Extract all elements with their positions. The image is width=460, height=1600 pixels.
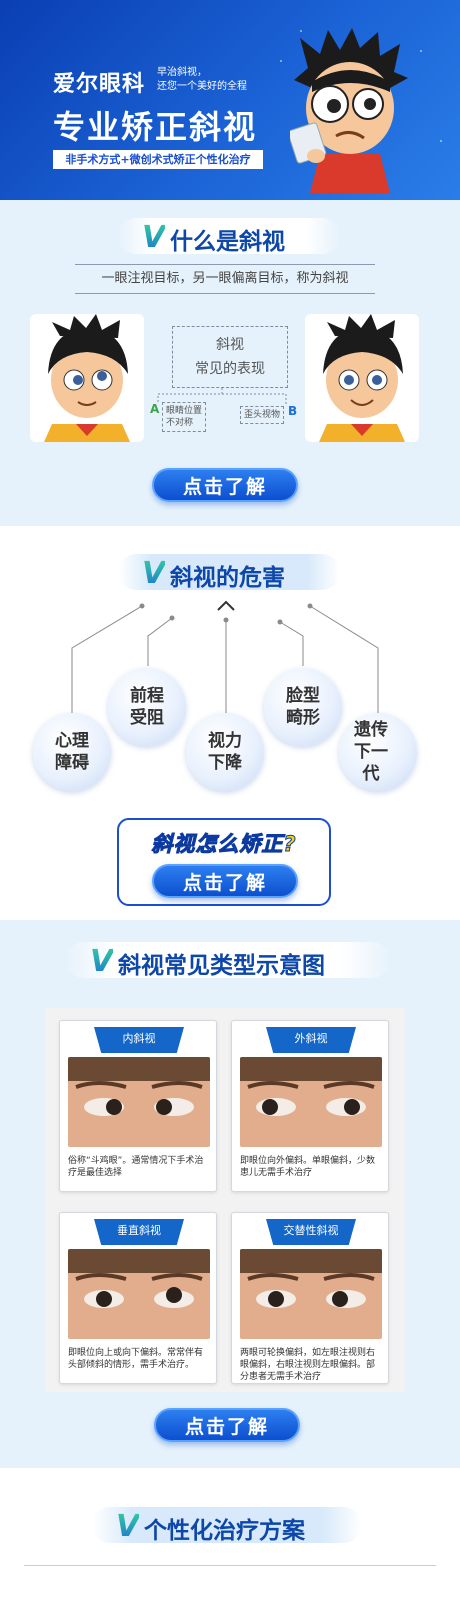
eyes-photo-icon — [68, 1249, 210, 1339]
section-title-harm: V 斜视的危害 — [118, 554, 340, 591]
sparkle — [440, 140, 442, 142]
child-face-card-right — [305, 314, 419, 442]
eye-photo — [68, 1057, 210, 1147]
eye-photo — [240, 1249, 382, 1339]
learn-more-button[interactable]: 点击了解 — [152, 864, 298, 898]
symptom-a-tag: 眼睛位置 不对称 — [162, 402, 207, 432]
symptom-b-tag: 歪头视物 — [240, 406, 285, 424]
child-face-card-left — [30, 314, 144, 442]
type-label: 垂直斜视 — [94, 1219, 184, 1245]
type-label: 内斜视 — [94, 1027, 184, 1053]
slogan-line: 早治斜视， — [157, 67, 207, 78]
v-logo-icon: V — [142, 556, 166, 591]
symptom-connector — [157, 388, 287, 404]
eyes-photo-icon — [240, 1057, 382, 1147]
eye-photo — [240, 1057, 382, 1147]
harm-line: 脸型 — [286, 686, 320, 706]
harm-line: 障碍 — [55, 753, 89, 773]
harm-line: 下一代 — [354, 742, 388, 784]
harm-line: 心理 — [55, 731, 89, 751]
section-title-text: 个性化治疗方案 — [144, 1518, 305, 1544]
symptom-box: 斜视 常见的表现 — [172, 326, 288, 388]
harm-line: 畸形 — [286, 708, 320, 728]
learn-more-button[interactable]: 点击了解 — [152, 468, 298, 502]
type-card-esotropia: 内斜视 俗称“斗鸡眼”。通常情况下手术治疗是最佳选择 — [59, 1020, 217, 1192]
learn-more-button[interactable]: 点击了解 — [154, 1408, 300, 1442]
section-title-plan: V 个性化治疗方案 — [92, 1507, 362, 1544]
type-description: 俗称“斗鸡眼”。通常情况下手术治疗是最佳选择 — [68, 1156, 204, 1178]
definition-text: 一眼注视目标，另一眼偏离目标，称为斜视 — [75, 264, 375, 294]
type-description: 两眼可轮换偏斜，如左眼注视则右眼偏斜，右眼注视则左眼偏斜。部分患者无需手术治疗 — [240, 1348, 376, 1382]
harm-line: 受阻 — [130, 708, 164, 728]
slogan-line: 还您一个美好的全程 — [157, 81, 247, 92]
child-face-icon — [319, 314, 405, 442]
harm-line: 视力 — [208, 731, 242, 751]
type-card-alternating: 交替性斜视 两眼可轮换偏斜，如左眼注视则右眼偏斜，右眼注视则左眼偏斜。部分患者无… — [231, 1212, 389, 1384]
symptom-b-letter: B — [288, 404, 298, 418]
harm-line: 遗传 — [354, 720, 388, 740]
how-to-correct-box: 斜视怎么矫正? 点击了解 — [117, 818, 331, 906]
divider — [24, 1565, 436, 1566]
symptom-title-line: 常见的表现 — [195, 361, 265, 377]
harm-bubble: 脸型畸形 — [264, 668, 342, 746]
type-card-exotropia: 外斜视 即眼位向外偏斜。单眼偏斜，少数患儿无需手术治疗 — [231, 1020, 389, 1192]
section-title-types: V 斜视常见类型示意图 — [66, 942, 390, 979]
sparkle — [280, 60, 282, 62]
sparkle — [420, 50, 422, 52]
symptom-a-letter: A — [150, 402, 160, 416]
sparkle — [300, 30, 302, 32]
section-title-text: 斜视常见类型示意图 — [118, 953, 325, 979]
harm-bubble: 视力下降 — [186, 713, 264, 791]
v-logo-icon: V — [142, 220, 166, 255]
harm-bubble: 前程受阻 — [108, 668, 186, 746]
eye-photo — [68, 1249, 210, 1339]
hero-banner: 爱尔眼科 早治斜视， 还您一个美好的全程 专业矫正斜视 非手术方式+微创术式矫正… — [0, 0, 460, 200]
harm-connector-lines — [71, 600, 379, 714]
cartoon-boy-illustration — [290, 28, 408, 193]
harm-bubble: 心理障碍 — [33, 713, 111, 791]
type-description: 即眼位向外偏斜。单眼偏斜，少数患儿无需手术治疗 — [240, 1156, 376, 1178]
v-logo-icon: V — [116, 1509, 140, 1544]
type-description: 即眼位向上或向下偏斜。常常伴有头部倾斜的情形，需手术治疗。 — [68, 1348, 204, 1370]
sparkle — [250, 120, 252, 122]
symptom-a-line: 不对称 — [166, 418, 194, 428]
section-title-text: 斜视的危害 — [170, 565, 285, 591]
symptom-a-line: 眼睛位置 — [166, 406, 203, 416]
child-face-icon — [44, 314, 130, 442]
type-label: 外斜视 — [266, 1027, 356, 1053]
brand-name: 爱尔眼科 — [53, 72, 146, 97]
headline: 专业矫正斜视 — [53, 108, 258, 146]
eyes-photo-icon — [240, 1249, 382, 1339]
symptom-title-line: 斜视 — [216, 337, 244, 353]
type-card-vertical: 垂直斜视 即眼位向上或向下偏斜。常常伴有头部倾斜的情形，需手术治疗。 — [59, 1212, 217, 1384]
types-panel: 内斜视 俗称“斗鸡眼”。通常情况下手术治疗是最佳选择 外斜视 — [45, 1008, 405, 1392]
harm-line: 下降 — [208, 753, 242, 773]
how-to-correct-title: 斜视怎么矫正? — [151, 832, 297, 857]
slogan: 早治斜视， 还您一个美好的全程 — [157, 66, 247, 94]
section-title-text: 什么是斜视 — [170, 229, 285, 255]
v-logo-icon: V — [90, 944, 114, 979]
tagline: 非手术方式+微创术式矫正个性化治疗 — [53, 150, 263, 169]
harm-line: 前程 — [130, 686, 164, 706]
type-label: 交替性斜视 — [266, 1219, 356, 1245]
harm-bubble: 遗传下一代 — [339, 713, 417, 791]
section-title-what-is: V 什么是斜视 — [118, 218, 340, 255]
eyes-photo-icon — [68, 1057, 210, 1147]
